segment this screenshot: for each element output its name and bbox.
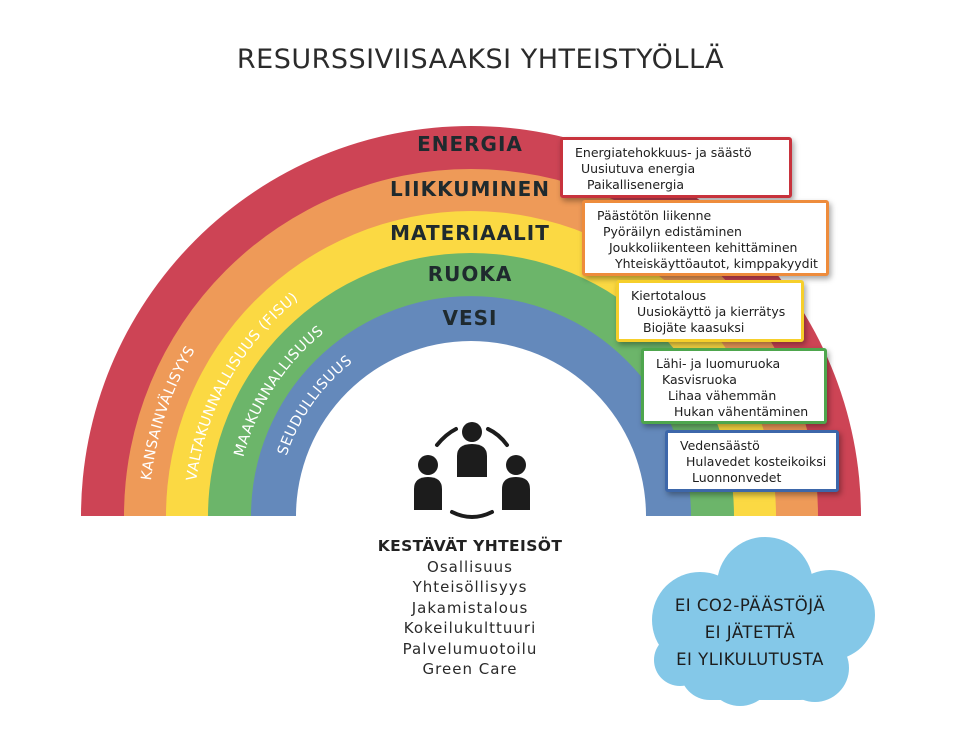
callout-energia: Energiatehokkuus- ja säästö Uusiutuva en… <box>560 137 792 198</box>
cloud-line: EI JÄTETTÄ <box>704 623 796 642</box>
center-heading: KESTÄVÄT YHTEISÖT <box>377 537 563 555</box>
callout-item: Luonnonvedet <box>692 470 782 485</box>
cloud-shape <box>652 537 875 706</box>
callout-item: Kasvisruoka <box>662 372 737 387</box>
callout-item: Energiatehokkuus- ja säästö <box>575 145 752 160</box>
callout-item: Yhteiskäyttöautot, kimppakyydit <box>615 256 818 271</box>
callout-vesi: Vedensäästö Hulavedet kosteikoiksi Luonn… <box>665 430 839 492</box>
cloud-line: EI CO2-PÄÄSTÖJÄ <box>674 596 826 615</box>
band-label-vesi: VESI <box>443 306 498 330</box>
callout-item: Hukan vähentäminen <box>674 404 809 419</box>
callout-liikkuminen: Päästötön liikenne Pyöräilyn edistäminen… <box>582 200 829 276</box>
callout-item: Lähi- ja luomuruoka <box>656 356 781 371</box>
band-label-materiaalit: MATERIAALIT <box>390 221 550 245</box>
callout-item: Paikallisenergia <box>587 177 685 192</box>
callout-materiaalit: Kiertotalous Uusiokäyttö ja kierrätys Bi… <box>616 280 804 342</box>
callout-item: Uusiokäyttö ja kierrätys <box>637 304 786 319</box>
diagram-title: RESURSSIVIISAAKSI YHTEISTYÖLLÄ <box>236 44 725 75</box>
callout-item: Biojäte kaasuksi <box>643 320 745 335</box>
center-list-item: Kokeilukulttuuri <box>403 619 537 638</box>
callout-item: Joukkoliikenteen kehittäminen <box>609 240 798 255</box>
callout-item: Hulavedet kosteikoiksi <box>686 454 827 469</box>
center-list-item: Jakamistalous <box>411 598 529 617</box>
center-list-item: Green Care <box>422 660 518 679</box>
callout-ruoka: Lähi- ja luomuruoka Kasvisruoka Lihaa vä… <box>641 348 827 424</box>
sustainable-communities-block: KESTÄVÄT YHTEISÖT Osallisuus Yhteisöllis… <box>340 537 600 679</box>
center-list-item: Yhteisöllisyys <box>412 578 528 597</box>
callout-item: Uusiutuva energia <box>581 161 696 176</box>
callout-item: Kiertotalous <box>631 288 707 303</box>
callout-item: Päästötön liikenne <box>597 208 712 223</box>
callout-item: Pyöräilyn edistäminen <box>603 224 742 239</box>
center-list-item: Palvelumuotoilu <box>402 639 538 658</box>
cloud-line: EI YLIKULUTUSTA <box>676 650 824 669</box>
cloud-text: EI CO2-PÄÄSTÖJÄ EI JÄTETTÄ EI YLIKULUTUS… <box>652 592 848 673</box>
band-label-ruoka: RUOKA <box>428 262 513 286</box>
band-label-liikkuminen: LIIKKUMINEN <box>390 177 550 201</box>
callout-item: Lihaa vähemmän <box>668 388 777 403</box>
people-circle-icon <box>414 422 530 519</box>
callout-item: Vedensäästö <box>680 438 760 453</box>
center-list-item: Osallisuus <box>427 558 513 576</box>
band-label-energia: ENERGIA <box>417 132 523 156</box>
